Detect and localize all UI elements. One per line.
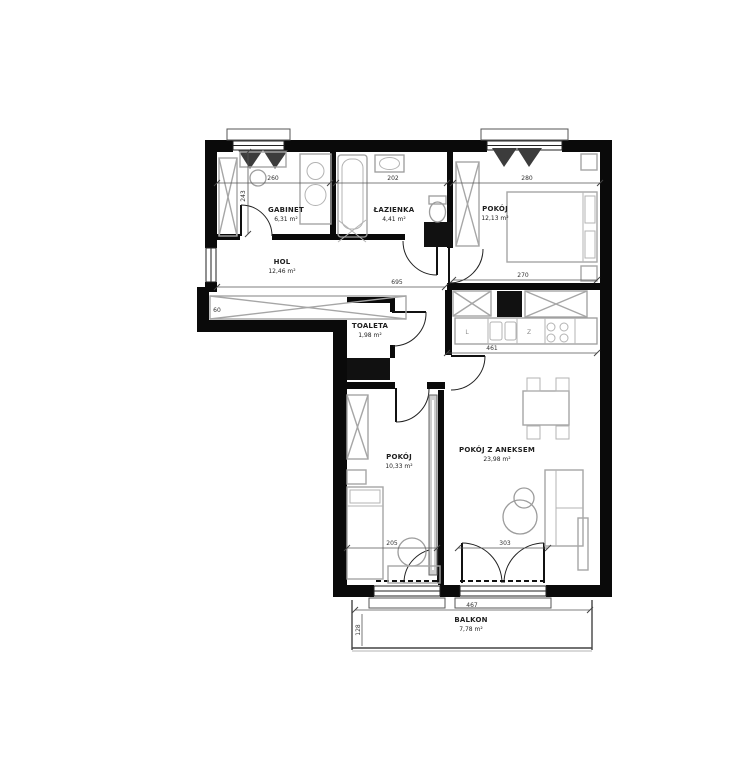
nightstand — [580, 265, 598, 282]
kitchen-cabinet-letter: L — [465, 329, 469, 336]
coffee-table — [502, 487, 538, 535]
room-label-balkon: BALKON — [454, 616, 487, 624]
curtain-symbols — [238, 148, 542, 169]
room-label-hol: HOL — [274, 258, 291, 266]
window-sill-gabinet — [226, 128, 291, 141]
room-label-lazienka: ŁAZIENKA — [373, 206, 415, 214]
door-bedroom — [448, 248, 484, 284]
dim-balkon-width: 467 — [466, 602, 478, 609]
door-toilet — [392, 311, 427, 347]
dim-hol-left: 60 — [213, 307, 221, 314]
wardrobe-bedroom — [455, 161, 480, 247]
door-pokoj2 — [395, 388, 430, 423]
desk-gabinet — [239, 151, 287, 168]
door-gabinet — [240, 204, 273, 237]
sofa — [544, 469, 584, 547]
room-area-lazienka: 4,41 m² — [382, 216, 406, 223]
kitchen-counter — [454, 317, 598, 345]
sink-icon — [504, 321, 517, 341]
washbasin — [374, 154, 405, 173]
ventilation-shafts — [347, 222, 522, 380]
tv-board — [577, 517, 589, 571]
dim-hol-length: 695 — [391, 279, 403, 286]
dim-gabinet-width: 260 — [267, 175, 279, 182]
chair-gabinet — [249, 169, 267, 187]
window-sill-salon — [454, 597, 552, 609]
room-label-pokoj2: POKÓJ — [386, 452, 412, 461]
curtain-icon — [492, 148, 517, 167]
dim-balkon-depth: 128 — [355, 624, 362, 636]
shaft-kitchen — [497, 291, 522, 317]
door-bathroom — [402, 240, 438, 276]
nightstand — [346, 469, 367, 485]
room-area-gabinet: 6,31 m² — [274, 216, 298, 223]
room-label-pokoj: POKÓJ — [482, 204, 508, 213]
dim-salon-window: 303 — [499, 540, 511, 547]
curtain-icon — [238, 150, 263, 169]
window-sill-bedroom — [480, 128, 569, 141]
door-salon — [450, 355, 486, 391]
curtain-icon — [263, 150, 288, 169]
exterior-walls — [197, 140, 612, 597]
bed-double — [506, 191, 598, 263]
dimension-labels: 260 202 280 243 695 270 461 205 303 467 … — [213, 175, 533, 636]
shaft-toilet — [347, 358, 390, 380]
room-area-hol: 12,46 m² — [268, 268, 296, 275]
stove-burner-icon — [559, 322, 569, 332]
dim-bedroom-width: 280 — [521, 175, 533, 182]
kitchen-labels: L Z — [465, 329, 531, 336]
wardrobe-gabinet — [218, 157, 238, 237]
room-label-salon: POKÓJ Z ANEKSEM — [459, 445, 535, 454]
room-area-toaleta: 1,98 m² — [358, 332, 382, 339]
room-area-pokoj: 12,13 m² — [481, 215, 509, 222]
room-area-balkon: 7,78 m² — [459, 626, 483, 633]
desk-pokoj2 — [387, 565, 441, 584]
cabinet-gabinet — [299, 153, 332, 225]
room-area-pokoj2: 10,33 m² — [385, 463, 413, 470]
sink-icon — [489, 321, 503, 341]
dimension-lines — [213, 148, 604, 646]
room-label-toaleta: TOALETA — [352, 322, 389, 330]
bed-single — [346, 486, 384, 580]
kitchen-sink-letter: Z — [527, 329, 531, 336]
dim-lazienka-width: 202 — [387, 175, 399, 182]
wardrobe-pokoj2 — [346, 394, 369, 460]
bathtub — [337, 154, 368, 238]
room-label-gabinet: GABINET — [268, 206, 304, 214]
stove-burner-icon — [559, 333, 569, 343]
door-balcony-french — [460, 542, 546, 584]
furniture — [209, 151, 598, 584]
wardrobe-hol — [209, 295, 407, 320]
dim-pokoj2-window: 205 — [386, 540, 398, 547]
window-sill-pokoj2 — [368, 597, 446, 609]
dim-kitchen-width: 461 — [486, 345, 498, 352]
room-labels: GABINET 6,31 m² ŁAZIENKA 4,41 m² POKÓJ 1… — [268, 204, 535, 633]
hatch — [337, 219, 367, 243]
doors — [240, 204, 546, 584]
stove-burner-icon — [546, 322, 556, 332]
room-area-salon: 23,98 m² — [483, 456, 511, 463]
nightstand — [580, 153, 598, 171]
toilet-bathroom — [428, 195, 447, 223]
kitchen-cabinets — [452, 290, 588, 318]
dim-gabinet-height: 243 — [240, 190, 247, 202]
dining-set — [522, 377, 570, 440]
dim-annex-width: 270 — [517, 272, 529, 279]
curtain-icon — [517, 148, 542, 167]
sliding-door — [428, 394, 438, 576]
stove-burner-icon — [546, 333, 556, 343]
